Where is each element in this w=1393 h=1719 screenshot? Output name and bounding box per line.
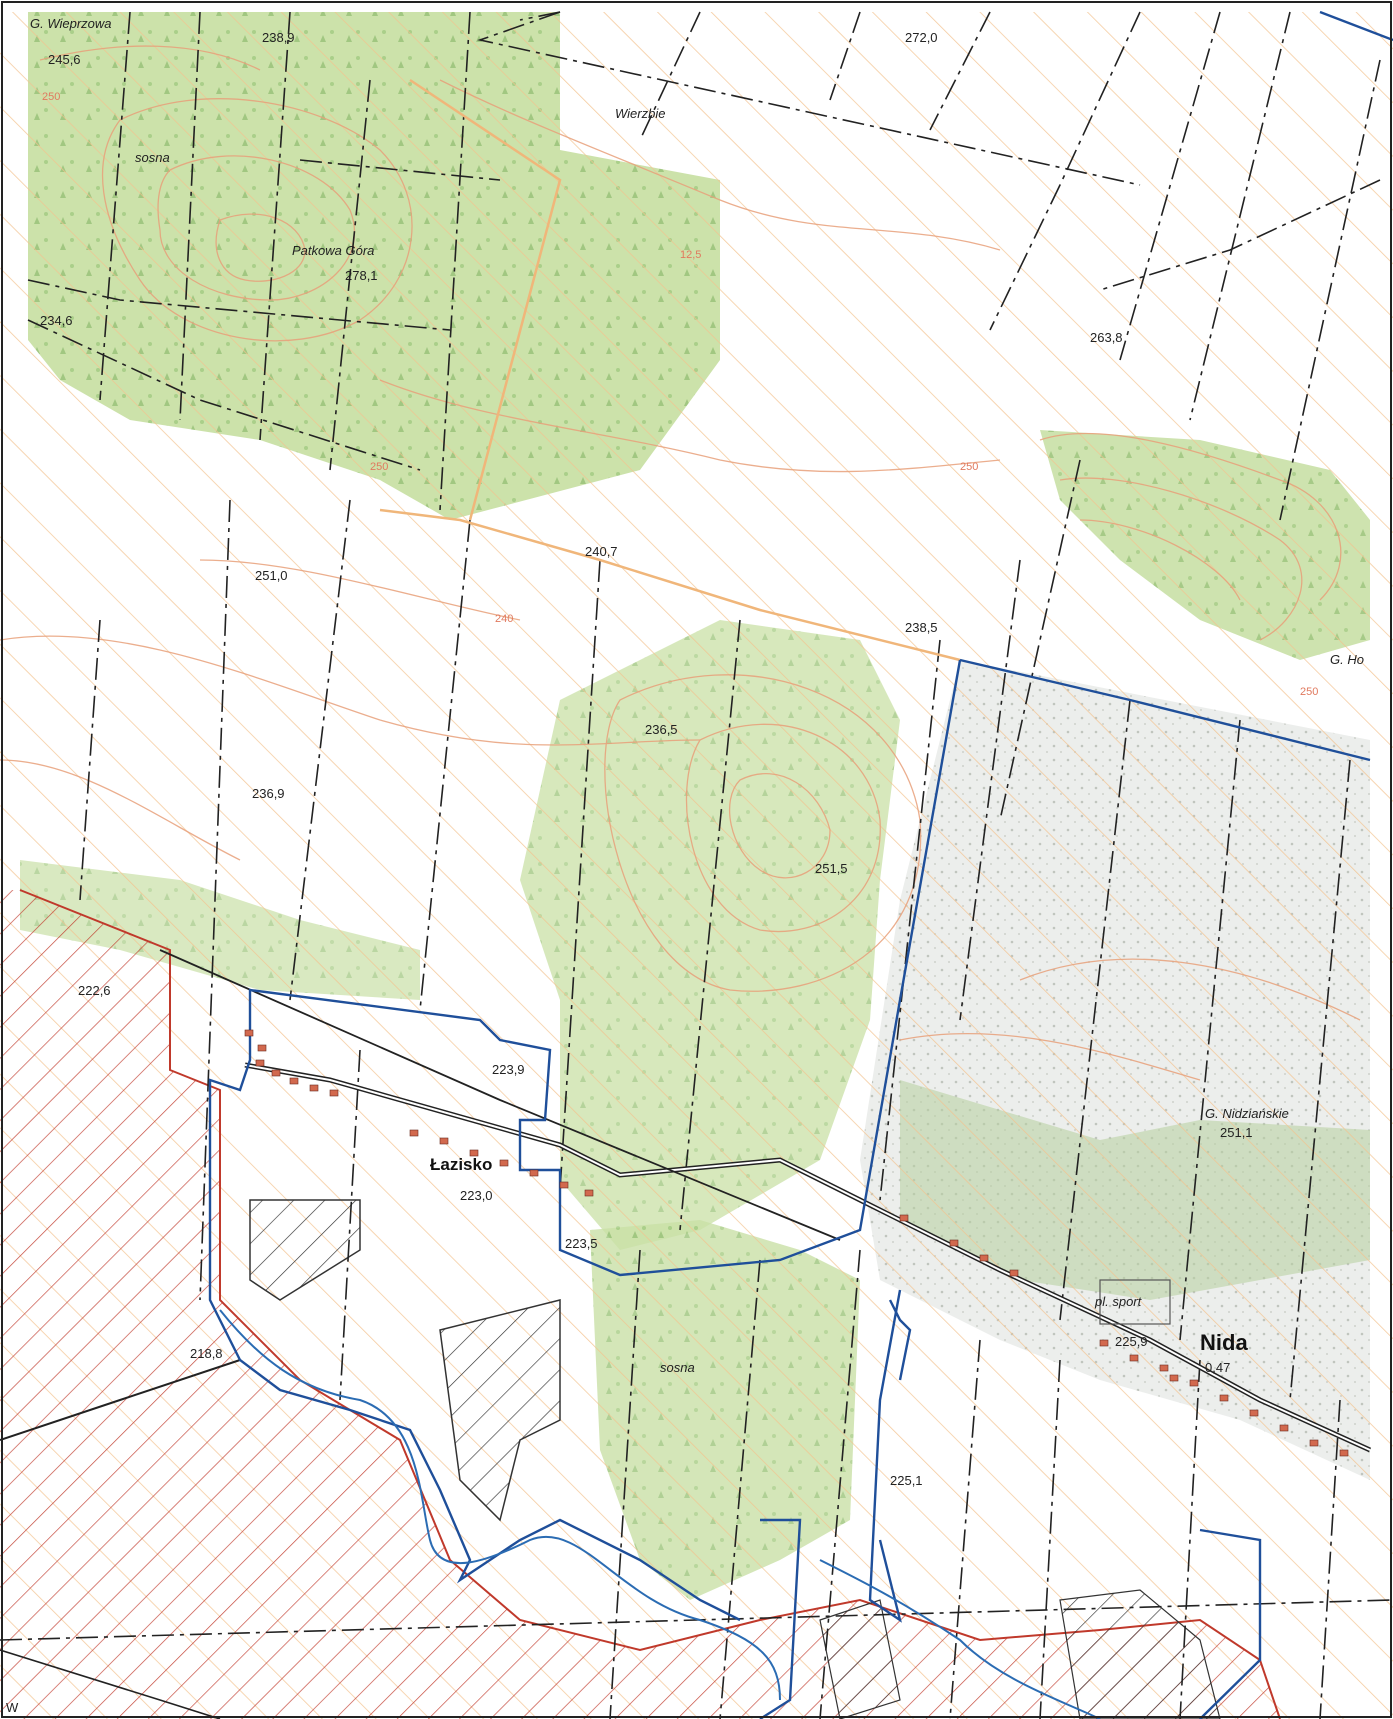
hatched-parcel-black-4 (1059, 1589, 1221, 1719)
contour-250-d: 250 (1300, 686, 1318, 698)
boundary-orange-diag (409, 78, 562, 521)
elev-272: 272,0 (905, 30, 938, 45)
elev-263: 263,8 (1090, 330, 1123, 345)
elev-223-9: 223,9 (492, 1062, 525, 1077)
label-patkowa: Patkowa Góra (292, 243, 374, 258)
field-boundaries (0, 11, 1393, 1719)
river (219, 1309, 1101, 1719)
elev-251-1: 251,1 (1220, 1125, 1253, 1140)
road-lazisko-nida-inner (244, 1064, 1371, 1451)
elev-222: 222,6 (78, 983, 111, 998)
elev-225-9: 225,9 (1115, 1334, 1148, 1349)
label-nida-value: 0,47 (1205, 1360, 1230, 1375)
elev-278: 278,1 (345, 268, 378, 283)
elev-238-5: 238,5 (905, 620, 938, 635)
buildings-lazisko (244, 1029, 594, 1197)
label-wierzbie: Wierzbie (615, 106, 665, 121)
elev-223-0: 223,0 (460, 1188, 493, 1203)
contour-240: 240 (495, 613, 513, 625)
elev-218: 218,8 (190, 1346, 223, 1361)
boundary-orange-north (379, 508, 961, 662)
road-diagonal-north (159, 949, 841, 1241)
hatched-parcel-black-1 (249, 1199, 361, 1301)
elev-236-5: 236,5 (645, 722, 678, 737)
hatched-zone-red-west (0, 890, 1280, 1719)
elev-225-1: 225,1 (890, 1473, 923, 1488)
hatched-parcel-black-2 (439, 1299, 561, 1522)
label-corner-w: W (6, 1700, 19, 1715)
label-wieprzowa: G. Wieprzowa (30, 16, 112, 31)
label-nida: Nida (1200, 1330, 1248, 1355)
road-west-south (0, 1359, 241, 1441)
label-sosna-1: sosna (135, 150, 170, 165)
contour-250-b: 250 (370, 461, 388, 473)
elev-234: 234,6 (40, 313, 73, 328)
label-g-ho: G. Ho (1330, 652, 1364, 667)
buildings-nida (899, 1214, 1349, 1457)
elev-251-0: 251,0 (255, 568, 288, 583)
contour-250-a: 250 (42, 91, 60, 103)
label-sosna-2: sosna (660, 1360, 695, 1375)
sports-field (1099, 1279, 1171, 1325)
plan-boundaries-blue (208, 10, 1393, 1719)
label-lazisko: Łazisko (430, 1155, 492, 1174)
map-labels: G. Wieprzowa 245,6 238,9 272,0 Wierzbie … (6, 16, 1364, 1715)
elev-245: 245,6 (48, 52, 81, 67)
road-sw-corner (0, 1649, 221, 1719)
hatched-parcel-black-3 (819, 1599, 901, 1719)
label-nidzianske: G. Nidziańskie (1205, 1106, 1289, 1121)
contour-lines (0, 45, 1361, 1081)
elev-223-5: 223,5 (565, 1236, 598, 1251)
contour-12-5: 12,5 (680, 249, 701, 261)
elev-236-9: 236,9 (252, 786, 285, 801)
contour-250-c: 250 (960, 461, 978, 473)
elev-238-9: 238,9 (262, 30, 295, 45)
label-pl-sport: pl. sport (1094, 1294, 1143, 1309)
elev-240-7: 240,7 (585, 544, 618, 559)
elev-251-5: 251,5 (815, 861, 848, 876)
